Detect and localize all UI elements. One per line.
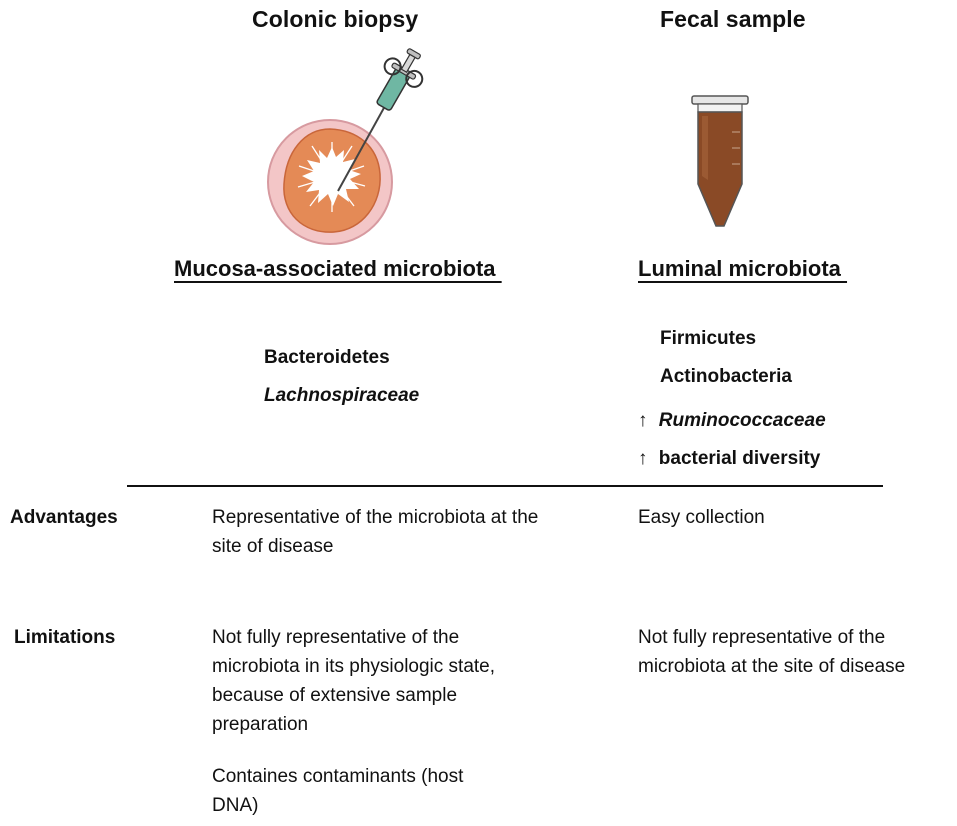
taxon-ruminococcaceae-row: ↑ Ruminococcaceae xyxy=(638,410,826,432)
taxon-bacterial-diversity: bacterial diversity xyxy=(658,448,821,469)
biopsy-limitation-1: Not fully representative of the microbio… xyxy=(212,627,496,735)
biopsy-title: Colonic biopsy xyxy=(252,6,419,32)
up-arrow-icon: ↑ xyxy=(638,448,648,469)
taxon-ruminococcaceae: Ruminococcaceae xyxy=(658,410,826,431)
advantages-label: Advantages xyxy=(10,507,118,528)
up-arrow-icon: ↑ xyxy=(638,410,648,431)
fecal-advantages: Easy collection xyxy=(638,507,765,528)
biopsy-advantages: Representative of the microbiota at the … xyxy=(212,507,539,557)
limitations-label: Limitations xyxy=(14,627,116,648)
divider xyxy=(127,485,883,487)
taxon-bacteroidetes: Bacteroidetes xyxy=(264,347,390,368)
biopsy-limitation-2: Containes contaminants (host DNA) xyxy=(212,766,464,816)
taxon-bacterial-diversity-row: ↑ bacterial diversity xyxy=(638,448,820,470)
taxon-lachnospiraceae: Lachnospiraceae xyxy=(264,385,420,406)
luminal-microbiota-title: Luminal microbiota xyxy=(638,256,848,281)
colonic-biopsy-icon xyxy=(267,48,424,245)
taxon-actinobacteria: Actinobacteria xyxy=(660,366,792,387)
taxon-firmicutes: Firmicutes xyxy=(660,328,757,349)
fecal-tube-icon xyxy=(691,95,749,227)
mucosa-microbiota-title: Mucosa-associated microbiota xyxy=(174,256,502,281)
fecal-title: Fecal sample xyxy=(660,6,806,32)
fecal-limitation-1: Not fully representative of the microbio… xyxy=(638,627,906,677)
